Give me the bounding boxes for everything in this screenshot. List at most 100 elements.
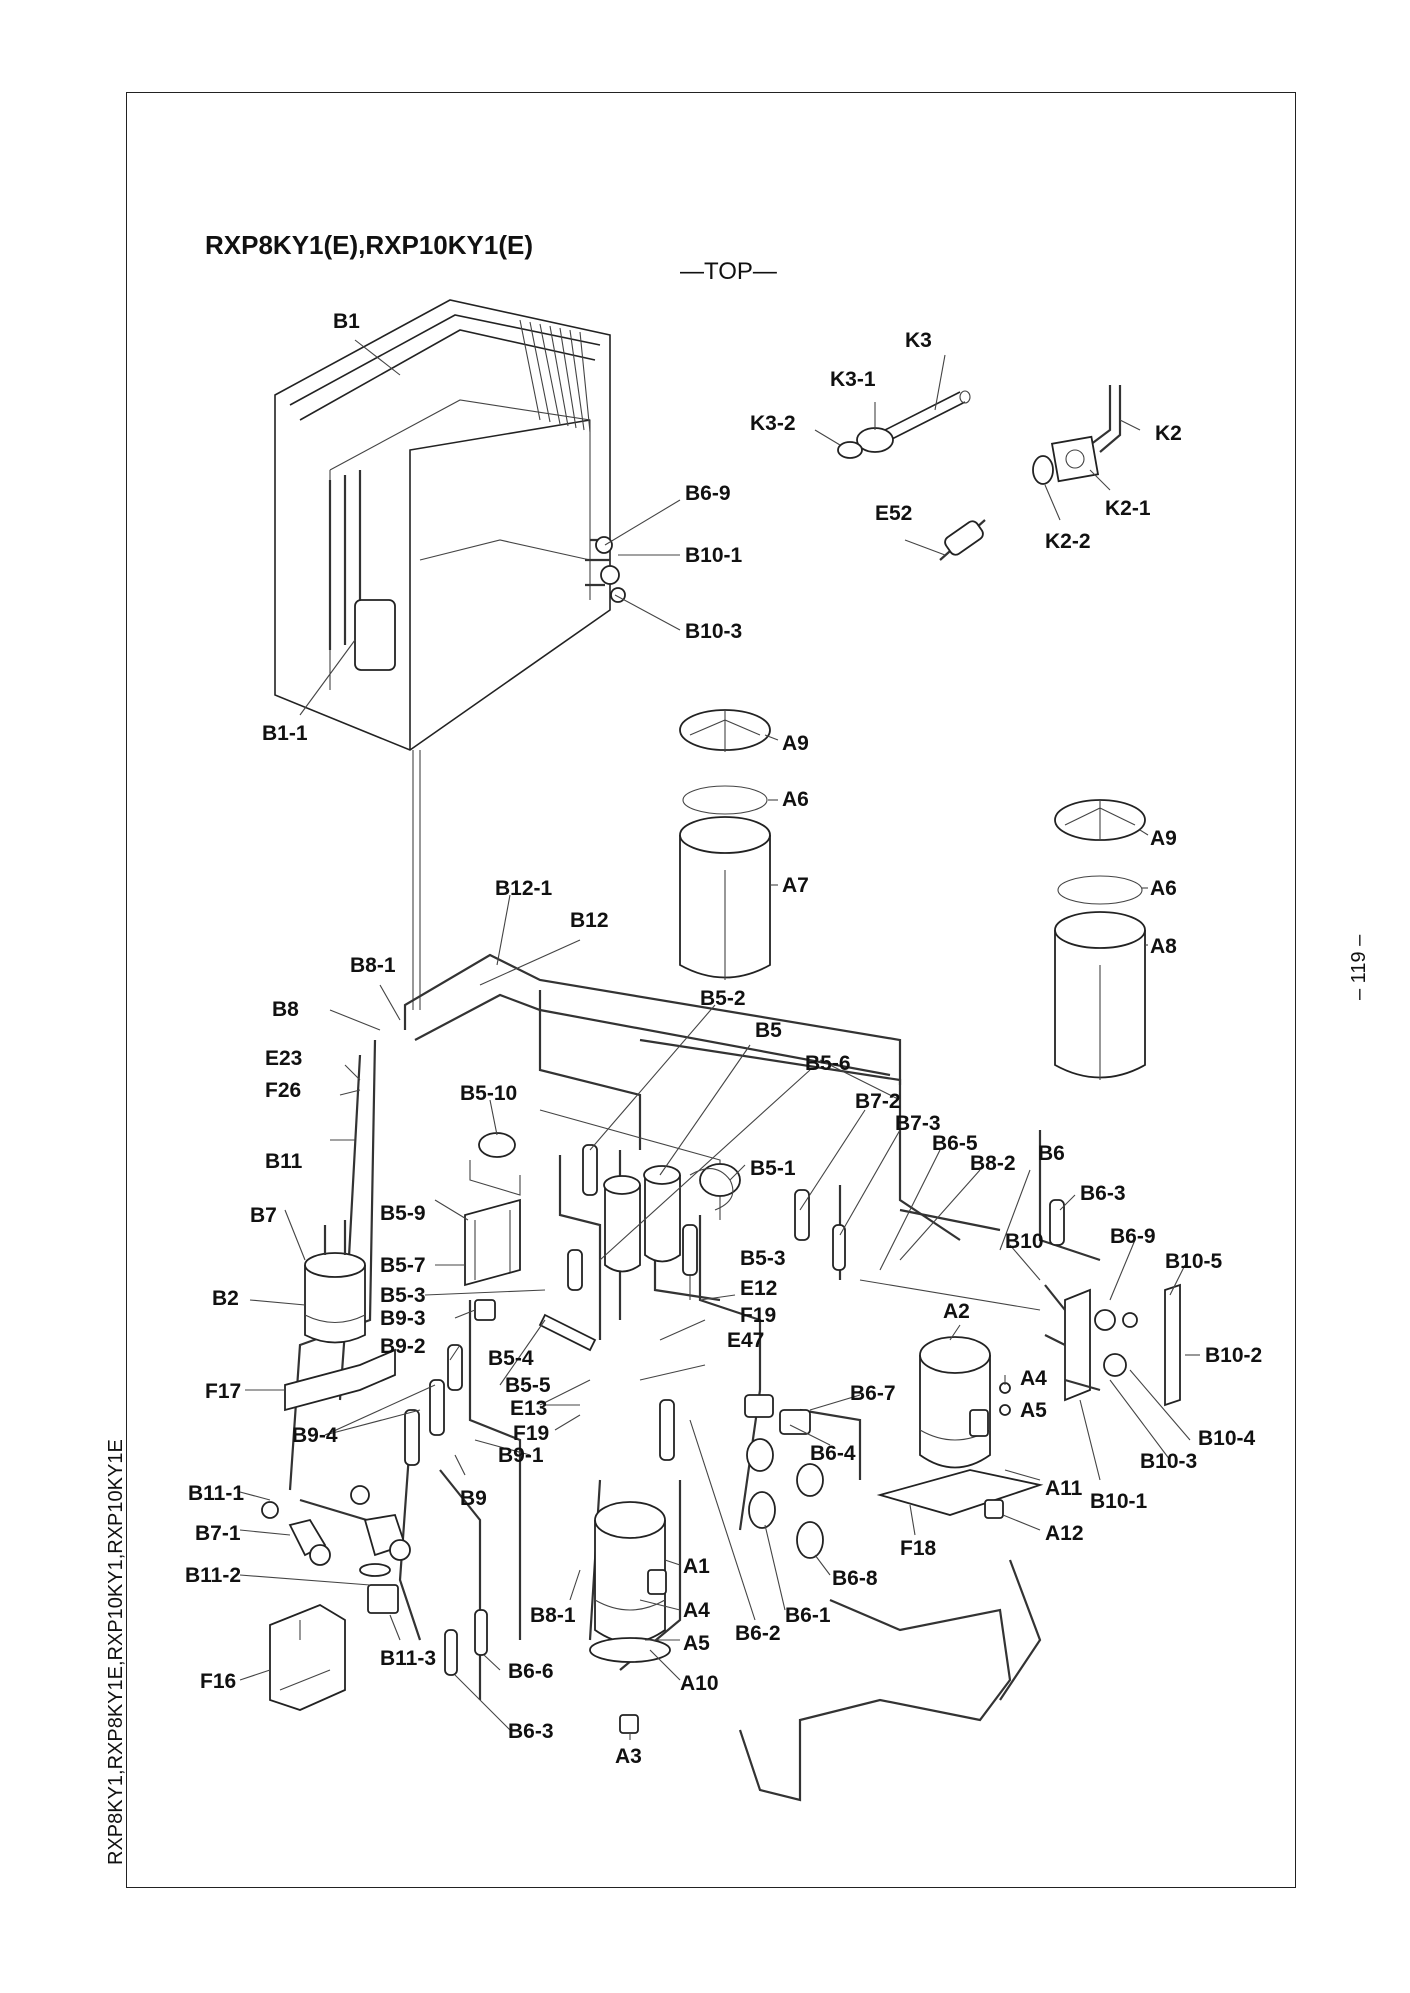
part-label: B9-1 [498,1444,544,1467]
suction-pipe-k2 [1032,385,1122,485]
part-label: B12 [570,909,609,932]
part-label: B10 [1005,1230,1044,1253]
part-label: B7-3 [895,1112,941,1135]
part-label: B12-1 [495,877,553,900]
part-label: B8 [272,998,299,1021]
part-label: E23 [265,1047,302,1070]
cover-f16 [269,1603,346,1711]
part-label: A7 [782,874,809,897]
part-label: B8-1 [350,954,396,977]
part-label: B5-4 [488,1347,534,1370]
part-label: B9-3 [380,1307,426,1330]
part-label: B9-4 [292,1424,338,1447]
part-label: F26 [265,1079,301,1102]
part-label: F16 [200,1670,236,1693]
diagram-title: RXP8KY1(E),RXP10KY1(E) [205,230,533,260]
compressor-a2 [876,1336,1044,1519]
part-label: F19 [513,1422,549,1445]
part-label: A9 [1150,827,1177,850]
part-label: B6-7 [850,1382,896,1405]
part-label: A2 [943,1300,970,1323]
part-label: B10-3 [1140,1450,1197,1473]
part-label: B10-4 [1198,1427,1256,1450]
part-label: B5-9 [380,1202,426,1225]
sensor-e52 [939,519,986,561]
part-label: B6 [1038,1142,1065,1165]
part-label: A6 [1150,877,1177,900]
part-label: K2-1 [1105,497,1151,520]
part-label: F18 [900,1537,937,1560]
bracket-f17 [284,1348,396,1412]
wire-b5-10 [469,1160,521,1196]
part-label: B10-1 [1090,1490,1148,1513]
view-label: —TOP— [680,258,777,285]
heat-exchanger-coil [274,299,626,751]
part-label: A12 [1045,1522,1084,1545]
valves-b7-b11 [261,1485,411,1614]
part-label: A3 [615,1745,642,1768]
part-label: B11-3 [380,1647,436,1670]
part-label: B6-3 [508,1720,554,1743]
part-label: B2 [212,1287,239,1310]
part-label: B6-8 [832,1567,878,1590]
part-label: B1 [333,310,360,333]
part-label: E47 [727,1329,764,1352]
part-label: B5-5 [505,1374,551,1397]
part-label: B6-2 [735,1622,781,1645]
part-label: A1 [683,1555,710,1578]
part-label: B5 [755,1019,782,1042]
part-label: B5-10 [460,1082,517,1105]
part-label: B11-1 [188,1482,244,1505]
part-labels: B1 K3 K3-1 K3-2 K2 K2-1 K2-2 E52 B6-9 B1… [185,310,1262,1768]
coil-fins [519,319,591,433]
filters-and-valves [404,1132,1065,1676]
part-label: B6-3 [1080,1182,1126,1205]
part-label: B5-2 [700,987,746,1010]
part-label: K2-2 [1045,530,1091,553]
part-label: A6 [782,788,809,811]
oil-separators-b5 [603,1165,681,1273]
part-label: B6-1 [785,1604,831,1627]
part-label: B6-9 [685,482,731,505]
part-label: B6-9 [1110,1225,1156,1248]
part-label: B11 [265,1150,303,1173]
part-label: F19 [740,1304,776,1327]
part-label: B10-2 [1205,1344,1262,1367]
part-label: B6-4 [810,1442,856,1465]
part-label: B8-1 [530,1604,576,1627]
ring-b6-8 [796,1521,824,1559]
part-label: A5 [1020,1399,1047,1422]
part-label: B11-2 [185,1564,241,1587]
part-label: K3-2 [750,412,796,435]
part-label: B10-3 [685,620,742,643]
part-label: K3 [905,329,932,352]
leader-lines [239,339,1200,1740]
part-label: A10 [680,1672,719,1695]
ring-b6-1 [748,1491,776,1529]
insulation-set-a8 [1054,799,1146,1080]
part-label: B5-3 [380,1284,426,1307]
insulation-set-a7 [679,709,771,980]
part-label: B9-2 [380,1335,426,1358]
part-label: K2 [1155,422,1182,445]
part-label: E12 [740,1277,777,1300]
part-label: B5-1 [750,1157,796,1180]
receiver-b2 [304,1220,366,1344]
part-label: A9 [782,732,809,755]
part-label: B5-3 [740,1247,786,1270]
diagram-frame [126,92,1296,1888]
part-label: B7-2 [855,1090,901,1113]
part-label: B8-2 [970,1152,1016,1175]
part-label: F17 [205,1380,241,1403]
part-label: K3-1 [830,368,876,391]
part-label: B6-6 [508,1660,554,1683]
part-label: B7-1 [195,1522,241,1545]
stop-valves-b10 [1044,1283,1181,1407]
part-label: B5-7 [380,1254,426,1277]
part-label: B1-1 [262,722,308,745]
part-label: B10-5 [1165,1250,1223,1273]
part-label: B6-5 [932,1132,978,1155]
part-label: A4 [683,1599,710,1622]
